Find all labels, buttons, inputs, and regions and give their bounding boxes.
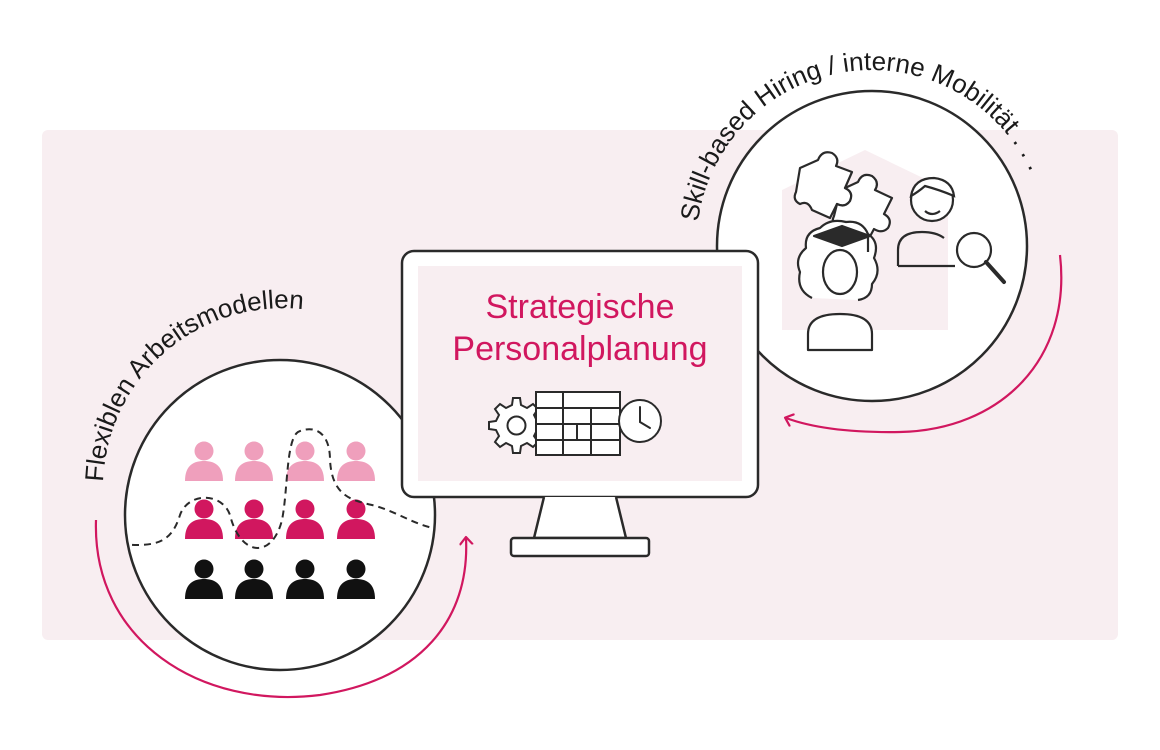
planning-icons [488, 391, 662, 456]
clock-icon [618, 399, 662, 443]
magnifier-icon [955, 231, 993, 269]
left-circle [123, 358, 437, 672]
right-cycle-arrow [786, 254, 1063, 434]
calendar-grid-icon [535, 391, 621, 456]
title-line-1: Strategische [486, 288, 675, 326]
gear-icon [488, 397, 545, 454]
monitor-icon [400, 249, 760, 558]
left-cycle-arrow [94, 519, 466, 699]
title-line-2: Personalplanung [452, 330, 707, 368]
graduate-icon [796, 219, 879, 352]
people-grid [125, 428, 435, 599]
recruiter-icon [896, 176, 1006, 284]
flex-dashed-line [125, 428, 435, 549]
